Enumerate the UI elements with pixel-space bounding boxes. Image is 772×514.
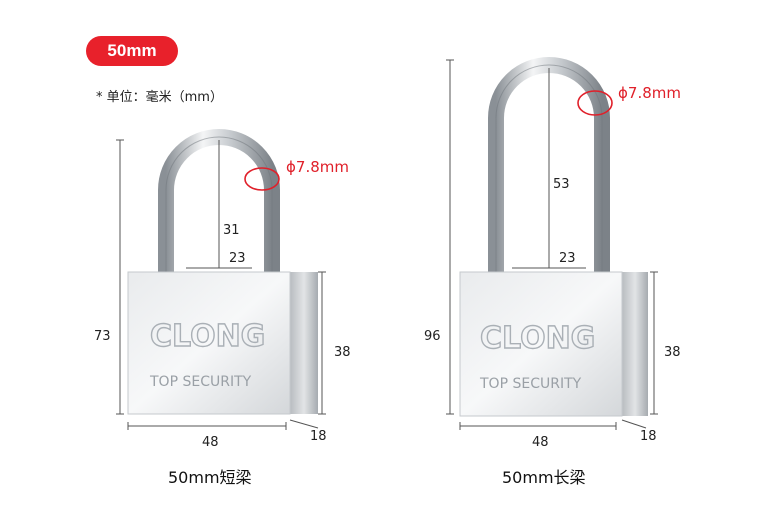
size-badge: 50mm xyxy=(86,36,178,66)
dim-shackle-width: 23 xyxy=(229,251,246,266)
dim-body-thickness: 18 xyxy=(640,429,657,444)
dim-body-height: 38 xyxy=(664,345,681,360)
dim-shackle-clearance: 31 xyxy=(223,223,240,238)
dim-shackle-width: 23 xyxy=(559,251,576,266)
diameter-marker xyxy=(577,90,613,116)
dim-body-width: 48 xyxy=(202,435,219,450)
caption-short-shackle: 50mm短梁 xyxy=(168,468,252,487)
lock-body-front xyxy=(127,271,291,415)
caption-long-shackle: 50mm长梁 xyxy=(502,468,586,487)
padlock-long-shackle: CLONG TOP SECURITY ϕ7.8mm 96 53 23 38 48… xyxy=(424,57,681,450)
unit-note: * 单位：毫米（mm） xyxy=(96,90,223,105)
shackle-diameter: ϕ7.8mm xyxy=(618,84,681,102)
dim-body-width: 48 xyxy=(532,435,549,450)
brand-logo: CLONG xyxy=(150,319,265,354)
dim-body-height: 38 xyxy=(334,345,351,360)
shackle-diameter: ϕ7.8mm xyxy=(286,158,349,176)
diameter-marker xyxy=(244,167,280,191)
dim-total-height: 73 xyxy=(94,329,111,344)
lock-body-front xyxy=(459,271,623,417)
brand-tagline: TOP SECURITY xyxy=(479,376,582,392)
lock-body-side xyxy=(290,272,318,414)
dim-body-thickness: 18 xyxy=(310,429,327,444)
dim-shackle-clearance: 53 xyxy=(553,177,570,192)
brand-logo: CLONG xyxy=(480,321,595,356)
brand-tagline: TOP SECURITY xyxy=(149,374,252,390)
padlock-short-shackle: CLONG TOP SECURITY ϕ7.8mm 73 31 23 38 48… xyxy=(94,129,351,450)
lock-body-side xyxy=(622,272,648,416)
dim-total-height: 96 xyxy=(424,329,441,344)
